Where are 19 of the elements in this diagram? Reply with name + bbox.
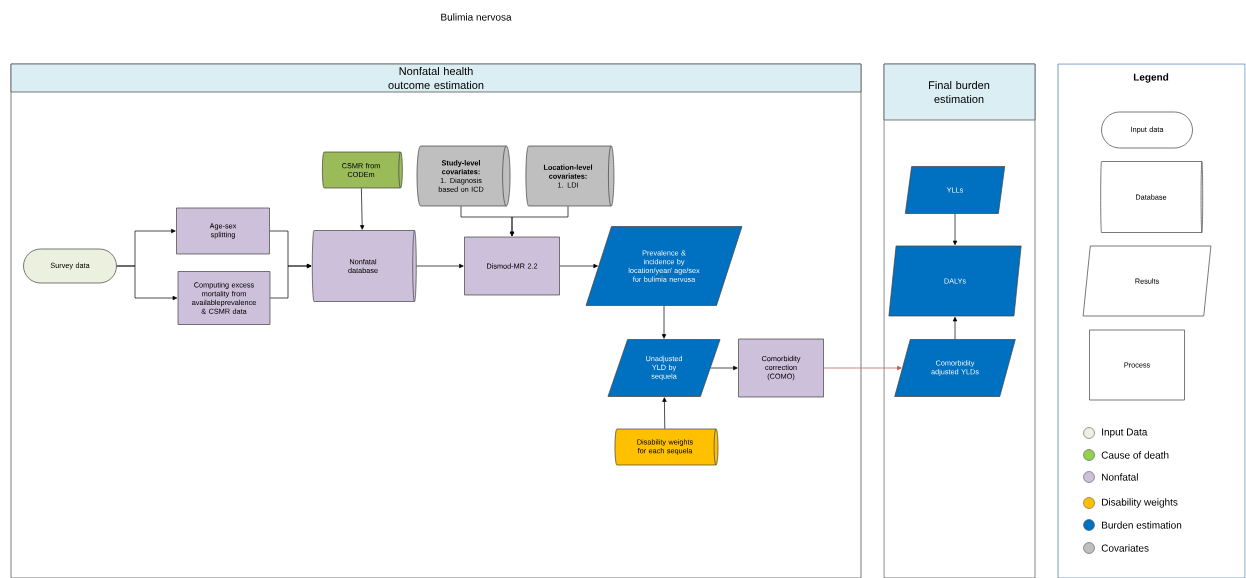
legend-label: Covariates: [1101, 544, 1149, 552]
legend-label: Cause of death: [1101, 451, 1169, 459]
arrow: [559, 263, 598, 269]
legend-label: Burden estimation: [1102, 521, 1182, 529]
arrow: [116, 265, 178, 301]
legend-label: Input Data: [1102, 428, 1148, 438]
legend-label: Nonfatal: [1102, 473, 1138, 481]
arrow: [416, 263, 464, 269]
arrow: [710, 365, 738, 371]
arrow: [360, 188, 365, 230]
arrow: [952, 316, 958, 340]
arrow: [661, 305, 667, 339]
arrow: [270, 263, 312, 299]
legend-label: Disability weights: [1102, 498, 1178, 508]
arrow: [952, 213, 958, 246]
arrow: [509, 206, 569, 237]
title: Bulimia nervosa: [441, 13, 512, 21]
arrow: [662, 397, 667, 429]
arrow: [823, 365, 902, 371]
